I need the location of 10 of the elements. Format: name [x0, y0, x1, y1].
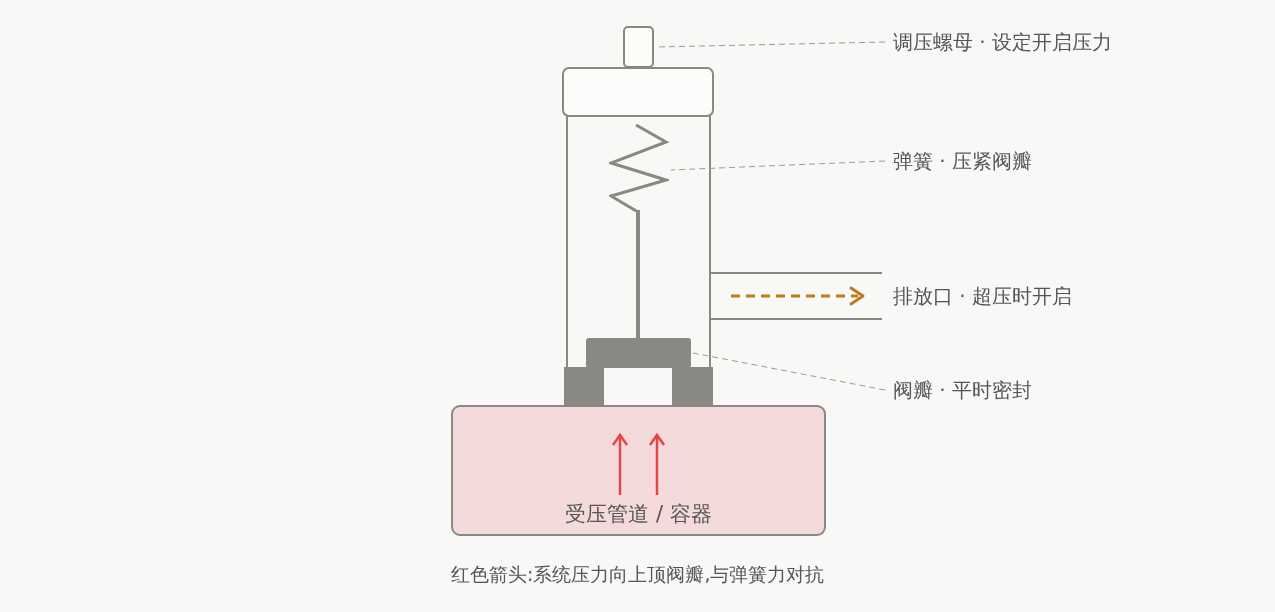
caption: 红色箭头:系统压力向上顶阀瓣,与弹簧力对抗 [451, 562, 825, 587]
vessel-box: 受压管道 / 容器 [451, 405, 826, 536]
adjusting-nut [623, 26, 654, 68]
callout-label: 调压螺母 · 设定开启压力 [893, 28, 1113, 56]
leader-line [670, 160, 886, 171]
callout-label: 排放口 · 超压时开启 [893, 282, 1073, 310]
callout-label: 弹簧 · 压紧阀瓣 [893, 147, 1033, 175]
callout-label: 阀瓣 · 平时密封 [893, 376, 1033, 404]
leader-line [692, 352, 886, 391]
spring-drawing [609, 124, 669, 212]
